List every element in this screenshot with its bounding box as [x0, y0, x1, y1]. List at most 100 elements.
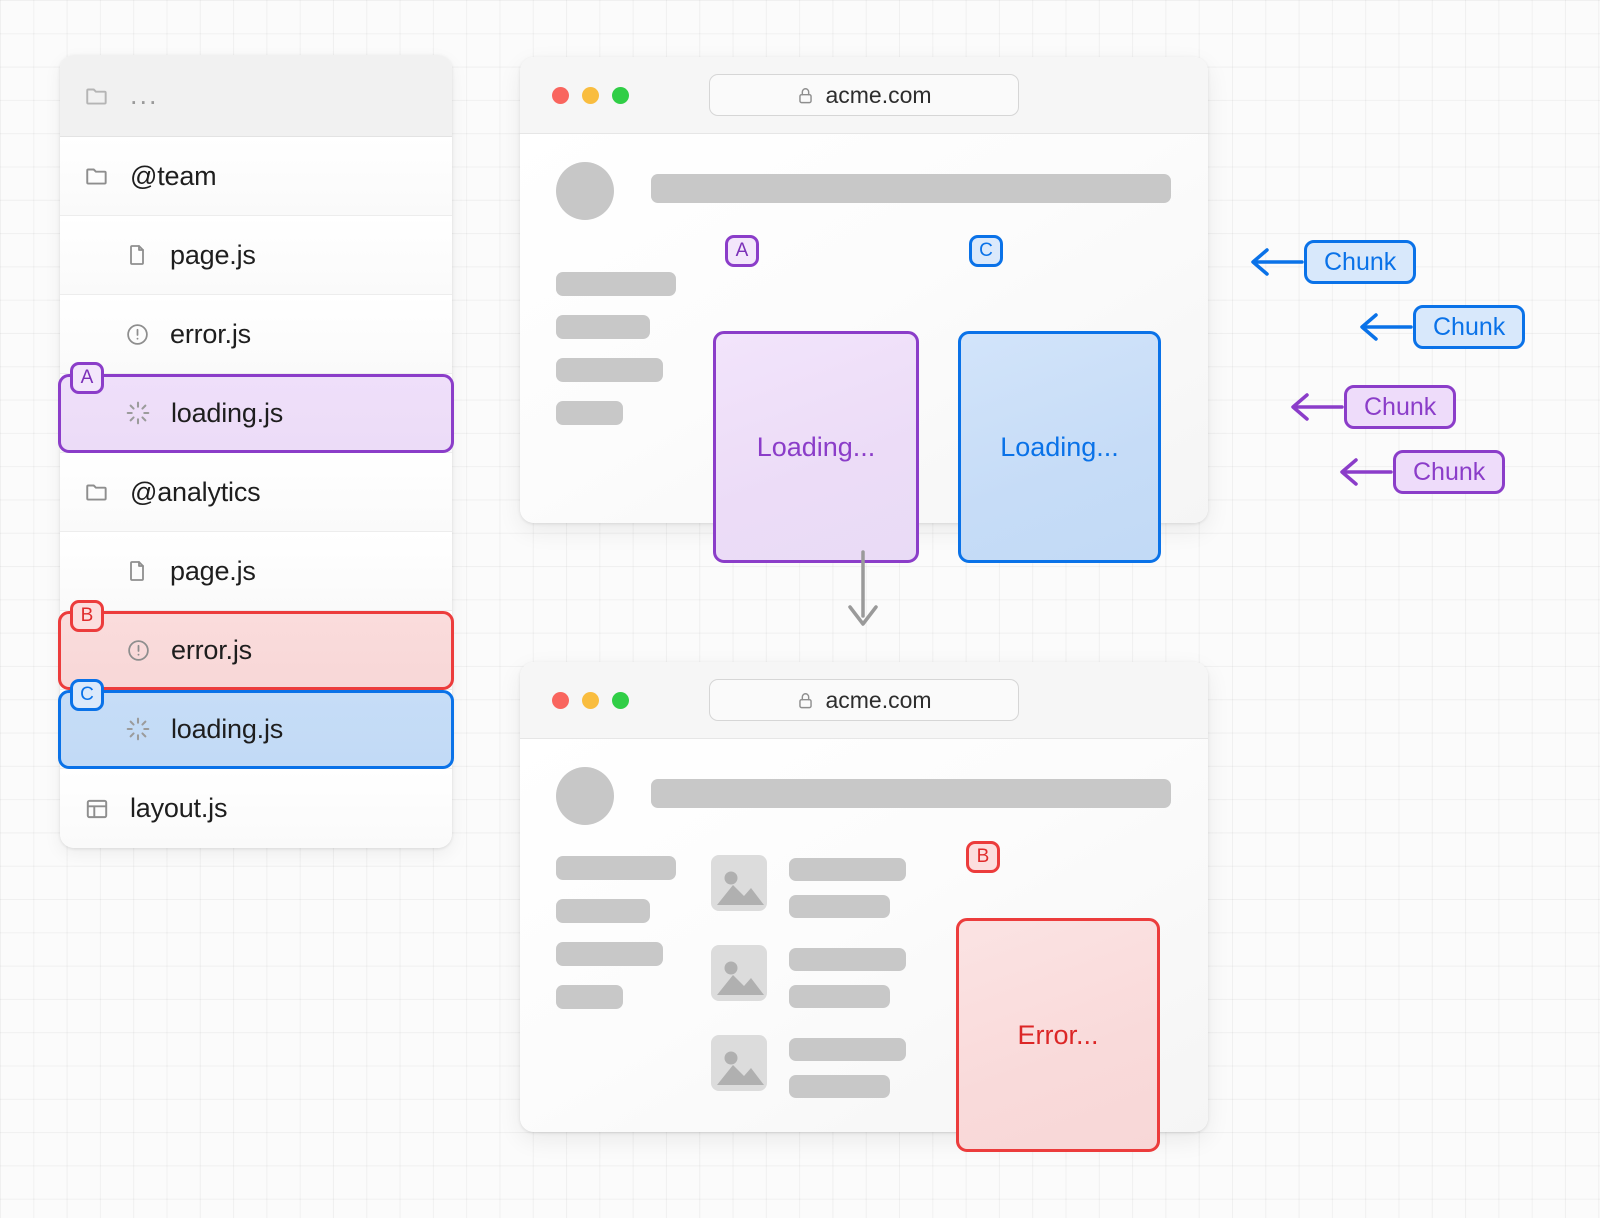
- file-tree-row-team[interactable]: @team: [60, 137, 452, 216]
- file-icon: [122, 556, 152, 586]
- browser-chrome-bottom: acme.com: [520, 662, 1208, 739]
- skeleton-bar: [789, 948, 906, 971]
- arrow-left-icon: [1360, 313, 1413, 341]
- chunk-pill[interactable]: Chunk: [1304, 240, 1417, 284]
- skeleton-bar-title: [651, 779, 1171, 808]
- browser-chrome-top: acme.com: [520, 57, 1208, 134]
- skeleton-bar: [556, 942, 663, 966]
- card-label: Loading...: [1000, 431, 1119, 462]
- image-placeholder-icon: [711, 945, 767, 1001]
- alert-circle-icon: [122, 319, 152, 349]
- file-tree-row-page-team[interactable]: page.js: [60, 216, 452, 295]
- browser-body-top: Loading... Loading...: [520, 134, 1208, 563]
- url-bar-bottom[interactable]: acme.com: [709, 679, 1019, 721]
- close-red-icon[interactable]: [552, 691, 569, 709]
- url-bar-top[interactable]: acme.com: [709, 74, 1019, 116]
- traffic-lights[interactable]: [552, 86, 629, 104]
- badge-a-card: A: [725, 235, 759, 267]
- file-tree-row-label: loading.js: [171, 713, 284, 744]
- skeleton-bar: [789, 1038, 906, 1061]
- badge-b-file-tree: B: [70, 600, 104, 632]
- avatar: [556, 767, 614, 825]
- alert-circle-icon: [123, 635, 153, 665]
- chunk-pill[interactable]: Chunk: [1393, 450, 1506, 494]
- skeleton-bar: [789, 858, 906, 881]
- file-tree-row-error-analytics[interactable]: error.js: [58, 610, 454, 690]
- file-tree-row-label: loading.js: [171, 397, 284, 428]
- chunk-label-1: Chunk: [1248, 240, 1417, 284]
- list-item: [711, 855, 906, 918]
- folder-icon: [82, 161, 112, 191]
- skeleton-bar: [556, 272, 676, 296]
- card-label: Loading...: [756, 431, 876, 462]
- image-placeholder-icon: [711, 855, 767, 911]
- file-tree-row-error-team[interactable]: error.js: [60, 295, 452, 374]
- card-label: Error...: [1017, 1019, 1099, 1050]
- skeleton-bar: [556, 899, 650, 923]
- minimize-yellow-icon[interactable]: [582, 691, 599, 709]
- skeleton-bar: [556, 856, 676, 880]
- chunk-pill[interactable]: Chunk: [1344, 385, 1457, 429]
- file-tree-row-label: @analytics: [130, 476, 261, 507]
- browser-window-error: acme.com: [520, 662, 1208, 1152]
- file-tree-row-page-analytics[interactable]: page.js: [60, 532, 452, 611]
- url-text: acme.com: [825, 686, 932, 713]
- skeleton-bar: [556, 315, 650, 339]
- chunk-label-4: Chunk: [1337, 450, 1506, 494]
- minimize-yellow-icon[interactable]: [582, 86, 599, 104]
- arrow-left-icon: [1291, 393, 1344, 421]
- card-loading-purple[interactable]: Loading...: [713, 331, 919, 563]
- folder-icon: [82, 477, 112, 507]
- url-text: acme.com: [825, 81, 932, 108]
- arrow-left-icon: [1340, 458, 1393, 486]
- maximize-green-icon[interactable]: [612, 86, 629, 104]
- file-tree-header-label: ...: [130, 80, 159, 110]
- file-tree-row-label: error.js: [171, 634, 252, 665]
- chunk-label-2: Chunk: [1357, 305, 1526, 349]
- file-tree-header[interactable]: ...: [60, 55, 452, 137]
- avatar: [556, 162, 614, 220]
- file-tree-row-label: page.js: [170, 239, 256, 270]
- chunk-pill[interactable]: Chunk: [1413, 305, 1526, 349]
- badge-c-card: C: [969, 235, 1003, 267]
- file-tree-row-loading-analytics-slot: loading.js: [58, 689, 454, 769]
- browser-body-bottom: Error...: [520, 739, 1208, 1152]
- file-tree-row-layout[interactable]: layout.js: [60, 769, 452, 848]
- file-tree-row-loading-team[interactable]: loading.js: [58, 373, 454, 453]
- list-item: [711, 1035, 906, 1098]
- list-item: [711, 945, 906, 1008]
- skeleton-bar: [556, 401, 623, 425]
- card-loading-blue[interactable]: Loading...: [958, 331, 1161, 563]
- chunk-label-3: Chunk: [1288, 385, 1457, 429]
- badge-c-file-tree: C: [70, 679, 104, 711]
- skeleton-bar: [556, 985, 623, 1009]
- browser-window-loading: acme.com Loading... Loading...: [520, 57, 1208, 563]
- image-placeholder-icon: [711, 1035, 767, 1091]
- file-tree-row-label: page.js: [170, 555, 256, 586]
- skeleton-bar: [556, 358, 663, 382]
- skeleton-bar: [789, 985, 890, 1008]
- badge-a-file-tree: A: [70, 362, 104, 394]
- file-tree-row-loading-team-slot: loading.js: [58, 373, 454, 453]
- badge-b-card: B: [966, 841, 1000, 873]
- close-red-icon[interactable]: [552, 86, 569, 104]
- maximize-green-icon[interactable]: [612, 691, 629, 709]
- file-icon: [122, 240, 152, 270]
- arrow-down-icon: [845, 550, 881, 635]
- spinner-icon: [123, 714, 153, 744]
- file-tree-row-label: error.js: [170, 318, 251, 349]
- skeleton-bar-title: [651, 174, 1171, 203]
- traffic-lights[interactable]: [552, 691, 629, 709]
- arrow-left-icon: [1251, 248, 1304, 276]
- file-tree-row-analytics[interactable]: @analytics: [60, 453, 452, 532]
- file-tree-panel: ... @team page.js: [58, 55, 454, 848]
- folder-icon: [82, 81, 112, 111]
- file-tree-row-error-analytics-slot: error.js: [58, 610, 454, 690]
- layout-icon: [82, 794, 112, 824]
- skeleton-bar: [789, 1075, 890, 1098]
- card-error-red[interactable]: Error...: [956, 918, 1160, 1152]
- skeleton-bar: [789, 895, 890, 918]
- file-tree-row-loading-analytics[interactable]: loading.js: [58, 689, 454, 769]
- lock-icon: [796, 86, 815, 105]
